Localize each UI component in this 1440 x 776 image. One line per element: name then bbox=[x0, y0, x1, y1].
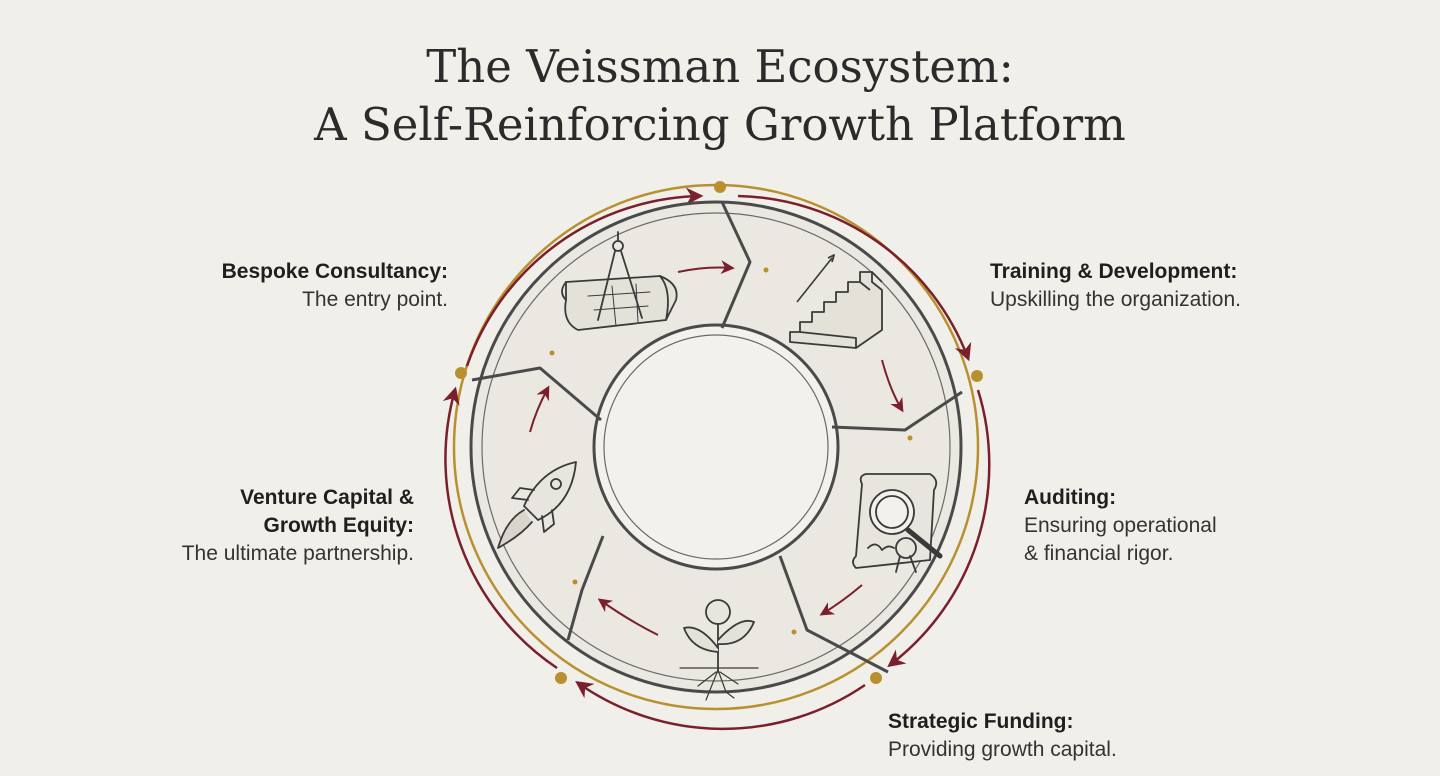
wheel-hub bbox=[594, 325, 838, 569]
stage-heading-line-1: Venture Capital & bbox=[130, 484, 414, 512]
stage-heading: Strategic Funding: bbox=[888, 708, 1188, 736]
stage-heading: Training & Development: bbox=[990, 258, 1290, 286]
stage-label-bespoke-consultancy: Bespoke Consultancy: The entry point. bbox=[150, 258, 448, 314]
stage-description: Providing growth capital. bbox=[888, 736, 1188, 764]
stage-description: The entry point. bbox=[150, 286, 448, 314]
stage-label-strategic-funding: Strategic Funding: Providing growth capi… bbox=[888, 708, 1188, 764]
stage-description: The ultimate partnership. bbox=[130, 540, 414, 568]
stage-description-line-1: Ensuring operational bbox=[1024, 512, 1284, 540]
gold-dot-left bbox=[455, 367, 467, 379]
stage-description-line-2: & financial rigor. bbox=[1024, 540, 1284, 568]
gold-dot-bottom-left bbox=[555, 672, 567, 684]
stage-heading: Bespoke Consultancy: bbox=[150, 258, 448, 286]
stage-label-training-development: Training & Development: Upskilling the o… bbox=[990, 258, 1290, 314]
stage-description: Upskilling the organization. bbox=[990, 286, 1290, 314]
gold-dot-bottom-right bbox=[870, 672, 882, 684]
gold-dot-right bbox=[971, 370, 983, 382]
stage-heading: Auditing: bbox=[1024, 484, 1284, 512]
stage-label-auditing: Auditing: Ensuring operational & financi… bbox=[1024, 484, 1284, 568]
gold-dot-top bbox=[714, 181, 726, 193]
stage-heading-line-2: Growth Equity: bbox=[130, 512, 414, 540]
stage-label-venture-capital: Venture Capital & Growth Equity: The ult… bbox=[130, 484, 414, 568]
magnifier-document-icon bbox=[853, 474, 940, 572]
